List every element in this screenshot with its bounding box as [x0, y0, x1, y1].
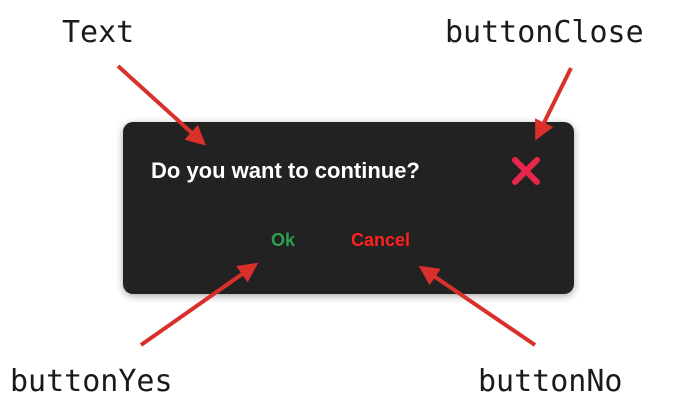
callout-close-label: buttonClose [445, 15, 644, 50]
callout-yes-label: buttonYes [10, 364, 173, 399]
callout-no-label: buttonNo [478, 364, 623, 399]
dialog-message: Do you want to continue? [151, 158, 420, 183]
close-button[interactable] [509, 154, 543, 188]
cancel-button[interactable]: Cancel [351, 230, 411, 250]
callout-text-label: Text [62, 15, 135, 50]
close-icon [512, 157, 540, 185]
confirm-dialog: Do you want to continue? Ok Cancel [123, 122, 574, 294]
ok-button[interactable]: Ok [271, 230, 296, 250]
